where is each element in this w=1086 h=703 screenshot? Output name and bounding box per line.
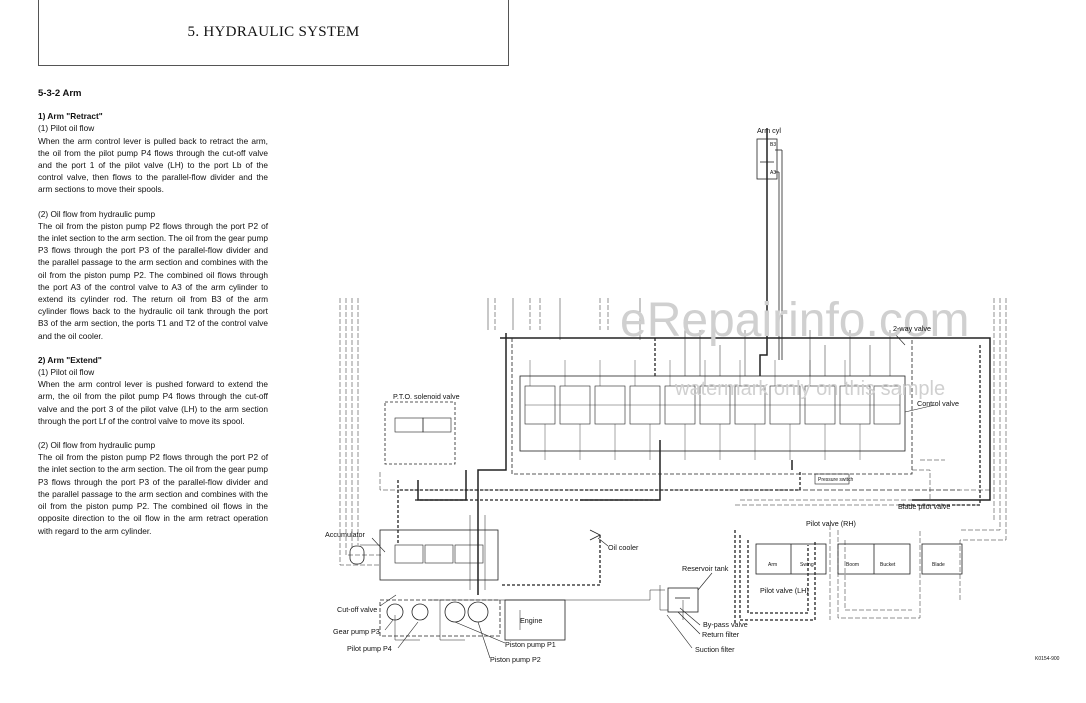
watermark: eRepairinfo.com: [620, 294, 970, 347]
drawing-number: K0154-900: [1035, 656, 1060, 662]
chapter-title: 5. HYDRAULIC SYSTEM: [187, 24, 360, 40]
label-engine: Engine: [520, 616, 542, 625]
retract-pump-subheading: (2) Oil flow from hydraulic pump: [38, 208, 156, 219]
extend-heading: 2) Arm "Extend": [38, 354, 102, 365]
text-column: 5-3-2 Arm 1) Arm "Retract" (1) Pilot oil…: [38, 88, 268, 537]
label-arm: Arm: [768, 562, 777, 568]
label-boom: Boom: [846, 562, 859, 568]
label-arm-cyl: Arm cyl: [757, 126, 781, 135]
pilot-valve-rh-symbol: [837, 543, 911, 575]
control-valve-symbol: [511, 337, 913, 475]
label-oil-cooler: Oil cooler: [608, 543, 639, 552]
reservoir-tank-symbol: [667, 587, 699, 613]
label-return-filter: Return filter: [702, 630, 740, 639]
label-gear-pump-p3: Gear pump P3: [333, 627, 380, 636]
pto-solenoid-valve-symbol: [384, 401, 456, 465]
blade-pilot-valve-symbol: [921, 543, 963, 575]
label-by-pass-valve: By-pass valve: [703, 620, 748, 629]
label-suction-filter: Suction filter: [695, 645, 735, 654]
watermark-subtext: watermark only on this sample: [674, 378, 945, 400]
solenoid-valve-bank-symbol: [379, 529, 499, 581]
label-pilot-pump-p4: Pilot pump P4: [347, 644, 392, 653]
pilot-valve-lh-symbol: [755, 543, 827, 575]
extend-pump-subheading: (2) Oil flow from hydraulic pump: [38, 440, 156, 451]
pressure-switch-box: [814, 473, 850, 485]
chapter-header-box: 5. HYDRAULIC SYSTEM: [38, 0, 509, 66]
label-b3: B3: [770, 142, 776, 148]
pump-group-symbol: [379, 599, 501, 637]
extend-pump-paragraph: The oil from the piston pump P2 flows th…: [38, 452, 268, 536]
retract-pilot-paragraph: When the arm control lever is pulled bac…: [38, 135, 268, 195]
engine-box: [504, 599, 566, 641]
label-pressure-switch: Pressure switch: [818, 477, 854, 483]
label-piston-pump-p2: Piston pump P2: [490, 655, 541, 664]
retract-pump-paragraph: The oil from the piston pump P2 flows th…: [38, 220, 268, 341]
label-accumulator: Accumulator: [325, 530, 366, 539]
label-swing: Swing: [800, 562, 814, 568]
label-a3: A3: [770, 170, 776, 176]
retract-pilot-subheading: (1) Pilot oil flow: [38, 123, 95, 134]
extend-pilot-subheading: (1) Pilot oil flow: [38, 367, 95, 378]
label-two-way-valve: 2-way valve: [893, 324, 931, 333]
label-pto-solenoid-valve: P.T.O. solenoid valve: [393, 392, 460, 401]
extend-pilot-paragraph: When the arm control lever is pushed for…: [38, 379, 268, 426]
label-pilot-valve-rh: Pilot valve (RH): [806, 519, 856, 528]
label-blade-pilot-valve: Blade pilot valve: [898, 502, 950, 511]
section-heading: 5-3-2 Arm: [38, 88, 82, 99]
label-blade: Blade: [932, 562, 945, 568]
label-pilot-valve-lh: Pilot valve (LH): [760, 586, 809, 595]
label-control-valve: Control valve: [917, 399, 959, 408]
label-bucket: Bucket: [880, 562, 896, 568]
accumulator-symbol: [349, 545, 365, 565]
oil-cooler-symbol: [589, 529, 601, 541]
label-reservoir-tank: Reservoir tank: [682, 564, 729, 573]
label-cut-off-valve: Cut-off valve: [337, 605, 377, 614]
label-piston-pump-p1: Piston pump P1: [505, 640, 556, 649]
retract-heading: 1) Arm "Retract": [38, 111, 103, 122]
